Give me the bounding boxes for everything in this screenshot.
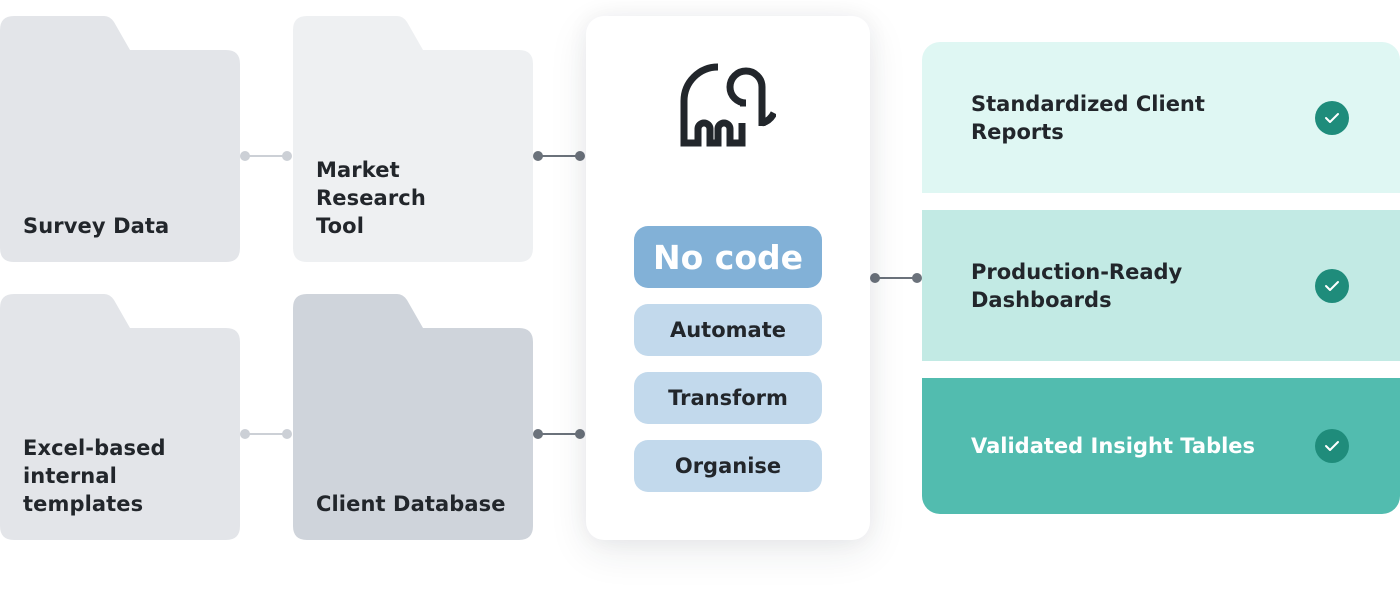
hub-card: No code Automate Transform Organise [586, 16, 870, 540]
connector-dot [533, 429, 543, 439]
connector-line [539, 433, 579, 435]
connector-dot [282, 151, 292, 161]
output-label: Validated Insight Tables [971, 434, 1256, 458]
connector-excel-to-database [240, 428, 292, 440]
connector-dot [575, 151, 585, 161]
connector-dot [870, 273, 880, 283]
transform-pill: Transform [634, 372, 822, 424]
connector-database-to-hub [533, 428, 585, 440]
automate-pill: Automate [634, 304, 822, 356]
connector-dot [282, 429, 292, 439]
folder-label: Market Research Tool [316, 158, 426, 238]
check-circle-icon [1315, 100, 1349, 135]
check-circle-icon [1315, 268, 1349, 303]
check-circle-icon [1315, 429, 1349, 463]
folder-label: Client Database [316, 492, 506, 516]
output-standardized-client-reports: Standardized Client Reports [922, 42, 1400, 193]
connector-dot [533, 151, 543, 161]
connector-survey-to-market [240, 150, 292, 162]
connector-line [539, 155, 579, 157]
no-code-badge: No code [634, 226, 822, 288]
connector-dot [240, 151, 250, 161]
connector-market-to-hub [533, 150, 585, 162]
folder-client-database: Client Database [293, 294, 533, 540]
folder-label: Survey Data [23, 214, 170, 238]
folder-icon [0, 294, 240, 540]
connector-hub-to-outputs [870, 272, 922, 284]
folder-icon [293, 16, 533, 262]
output-validated-insight-tables: Validated Insight Tables [922, 378, 1400, 514]
connector-line [246, 433, 286, 435]
folder-market-research-tool: Market Research Tool [293, 16, 533, 262]
connector-dot [575, 429, 585, 439]
connector-dot [240, 429, 250, 439]
folder-icon [293, 294, 533, 540]
connector-dot [912, 273, 922, 283]
connector-line [876, 277, 916, 279]
folder-excel-templates: Excel-based internal templates [0, 294, 240, 540]
output-label: Production-Ready Dashboards [971, 259, 1183, 312]
folder-icon [0, 16, 240, 262]
elephant-logo-icon [680, 63, 776, 147]
folder-survey-data: Survey Data [0, 16, 240, 262]
connector-line [246, 155, 286, 157]
folder-label: Excel-based internal templates [23, 436, 166, 516]
output-label: Standardized Client Reports [971, 91, 1205, 144]
organise-pill: Organise [634, 440, 822, 492]
output-production-ready-dashboards: Production-Ready Dashboards [922, 210, 1400, 361]
